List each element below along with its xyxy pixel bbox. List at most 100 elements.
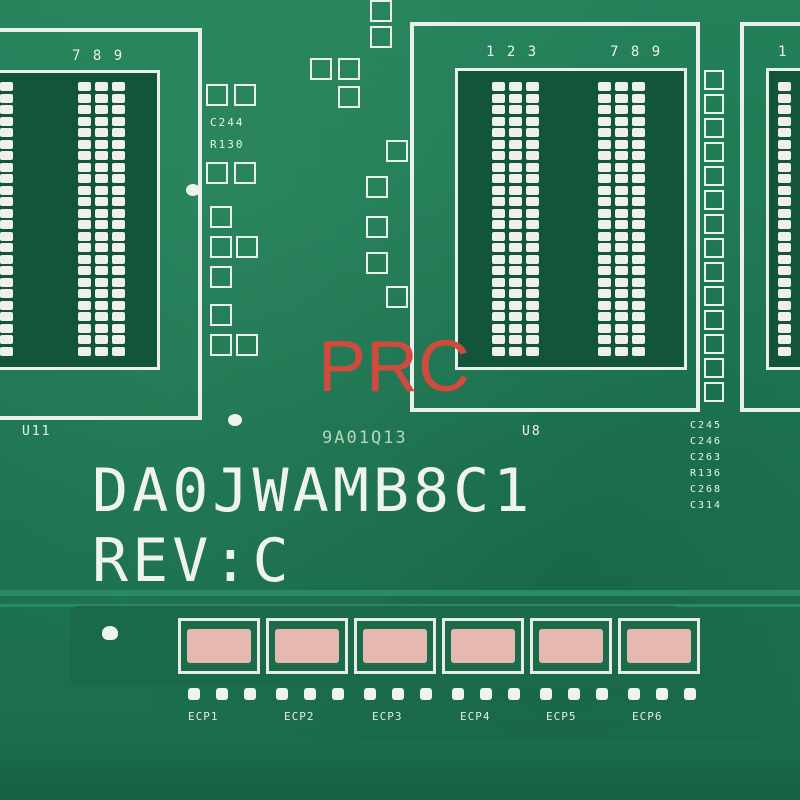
- bga-pad: [112, 231, 125, 241]
- component-label-c246: C246: [690, 436, 723, 447]
- chip-middle-pins-b: 7 8 9: [610, 44, 663, 60]
- bga-pad: [0, 254, 13, 264]
- bga-pad: [95, 185, 108, 195]
- bga-pad: [598, 174, 611, 183]
- smd-component: [704, 334, 724, 354]
- bga-pad: [615, 197, 628, 206]
- bga-pad: [632, 139, 645, 149]
- bga-pad: [112, 162, 125, 172]
- bga-pad: [526, 312, 539, 321]
- ecp-pad: [540, 688, 552, 700]
- bga-pad: [778, 220, 791, 229]
- ecp-pad: [364, 688, 376, 700]
- bga-pad: [778, 312, 791, 321]
- bga-pad: [78, 335, 91, 344]
- ecp-pad: [656, 688, 668, 700]
- bga-pad: [492, 197, 505, 206]
- bga-pad: [509, 197, 522, 206]
- bga-pad: [632, 289, 645, 298]
- bga-pad: [112, 151, 125, 160]
- bga-pad: [632, 346, 645, 356]
- bga-pad: [95, 197, 108, 206]
- bga-pad: [95, 116, 108, 126]
- bga-pad: [492, 243, 505, 252]
- bga-pad: [509, 335, 522, 344]
- bga-pad: [632, 185, 645, 195]
- smd-component: [210, 236, 232, 258]
- bga-pad: [526, 289, 539, 298]
- bga-pad: [632, 312, 645, 321]
- bga-pad: [78, 82, 91, 91]
- ecp-pad: [244, 688, 256, 700]
- bga-pad: [0, 93, 13, 103]
- bga-pad: [112, 277, 125, 287]
- bga-pad: [78, 93, 91, 103]
- bga-pad: [95, 346, 108, 356]
- ecp-pad: [480, 688, 492, 700]
- bga-pad: [778, 197, 791, 206]
- bga-pad: [112, 266, 125, 275]
- trace: [0, 604, 800, 607]
- component-label-r130: R130: [210, 138, 245, 151]
- bga-pad: [598, 116, 611, 126]
- smd-component: [236, 236, 258, 258]
- smd-component: [234, 162, 256, 184]
- bga-pad: [526, 185, 539, 195]
- bga-pad: [112, 197, 125, 206]
- bga-pad: [492, 335, 505, 344]
- bga-pad: [615, 105, 628, 114]
- ecp-pad: [276, 688, 288, 700]
- bga-pad: [526, 335, 539, 344]
- bga-pad: [78, 277, 91, 287]
- bga-pad: [112, 243, 125, 252]
- bga-pad: [0, 105, 13, 114]
- bga-pad: [598, 300, 611, 310]
- bga-pad: [492, 220, 505, 229]
- bga-pad: [526, 243, 539, 252]
- bga-pad: [778, 93, 791, 103]
- bga-pad: [0, 82, 13, 91]
- bga-pad: [95, 174, 108, 183]
- bga-pad: [632, 105, 645, 114]
- bga-pad: [598, 185, 611, 195]
- smd-component: [704, 214, 724, 234]
- bga-pad: [492, 174, 505, 183]
- bga-pad: [632, 323, 645, 333]
- bga-pad: [615, 162, 628, 172]
- smd-component: [210, 266, 232, 288]
- bga-pad: [112, 289, 125, 298]
- smd-component: [704, 166, 724, 186]
- bga-pad: [598, 243, 611, 252]
- bga-pad: [632, 197, 645, 206]
- bga-pad: [95, 312, 108, 321]
- ecp-component-6: [618, 618, 700, 674]
- bga-pad: [112, 346, 125, 356]
- bga-pad: [509, 289, 522, 298]
- bga-pad: [78, 346, 91, 356]
- bga-pad: [0, 220, 13, 229]
- smd-component: [366, 216, 388, 238]
- bga-pad: [598, 289, 611, 298]
- trace: [0, 590, 800, 596]
- bga-pad: [0, 289, 13, 298]
- chip-outline-left: [0, 28, 202, 420]
- bga-pad: [526, 82, 539, 91]
- bga-pad: [78, 128, 91, 137]
- smd-component: [704, 238, 724, 258]
- bga-pad: [598, 128, 611, 137]
- bga-pad: [78, 323, 91, 333]
- bga-pad: [526, 139, 539, 149]
- smd-component: [210, 206, 232, 228]
- bga-pad: [526, 162, 539, 172]
- component-label-c314: C314: [690, 500, 723, 511]
- bga-pad: [778, 151, 791, 160]
- bga-pad: [112, 82, 125, 91]
- smd-component: [386, 140, 408, 162]
- bga-pad: [95, 231, 108, 241]
- part-number: DA0JWAMB8C1: [92, 456, 534, 526]
- ecp-pad: [304, 688, 316, 700]
- bga-pad: [526, 277, 539, 287]
- bga-pad: [509, 300, 522, 310]
- bga-pad: [509, 174, 522, 183]
